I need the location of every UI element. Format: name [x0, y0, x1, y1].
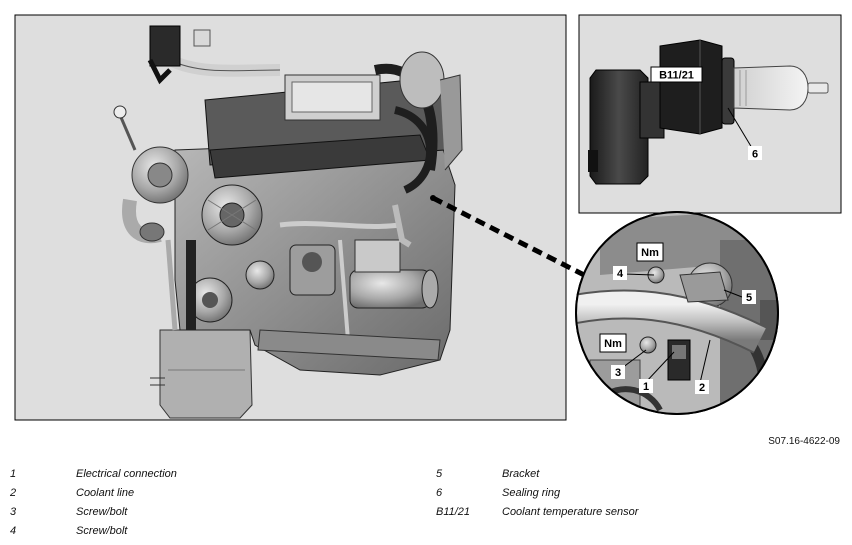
- callout-6: 6: [752, 149, 758, 161]
- sensor-label: B11/21: [659, 70, 694, 82]
- torque-label-upper: Nm: [641, 247, 659, 259]
- legend-number: B11/21: [436, 506, 471, 518]
- callout-3: 3: [615, 367, 621, 379]
- sensor-label-box: [650, 66, 703, 83]
- engine-illustration: [113, 25, 463, 419]
- legend-number: 2: [10, 487, 17, 499]
- engine-overview-panel: [14, 14, 567, 421]
- legend-number: 4: [10, 525, 17, 537]
- torque-box-upper: [636, 242, 664, 262]
- legend-description: Coolant temperature sensor: [502, 506, 639, 518]
- torque-label-lower: Nm: [604, 338, 622, 350]
- callout-5: 5: [746, 292, 752, 304]
- callout-2: 2: [699, 382, 705, 394]
- installation-detail-circle: Nm Nm 4 5 3 1 2: [575, 211, 779, 415]
- figure-id: S07.16-4622-09: [768, 436, 840, 447]
- legend-description: Electrical connection: [76, 468, 177, 480]
- torque-box-lower: [599, 333, 627, 353]
- legend-number: 5: [436, 468, 443, 480]
- legend-number: 3: [10, 506, 17, 518]
- legend-description: Screw/bolt: [76, 506, 128, 518]
- callout-1: 1: [643, 381, 649, 393]
- technical-illustration: B11/21 6: [14, 14, 842, 421]
- legend-description: Bracket: [502, 468, 540, 480]
- legend-number: 1: [10, 468, 17, 480]
- legend-description: Sealing ring: [502, 487, 561, 499]
- legend-number: 6: [436, 487, 443, 499]
- detail-leader-line: [431, 195, 592, 281]
- legend-description: Coolant line: [76, 487, 135, 499]
- sensor-detail-panel: B11/21 6: [578, 14, 842, 214]
- callout-4: 4: [617, 268, 624, 280]
- legend-description: Screw/bolt: [76, 525, 128, 537]
